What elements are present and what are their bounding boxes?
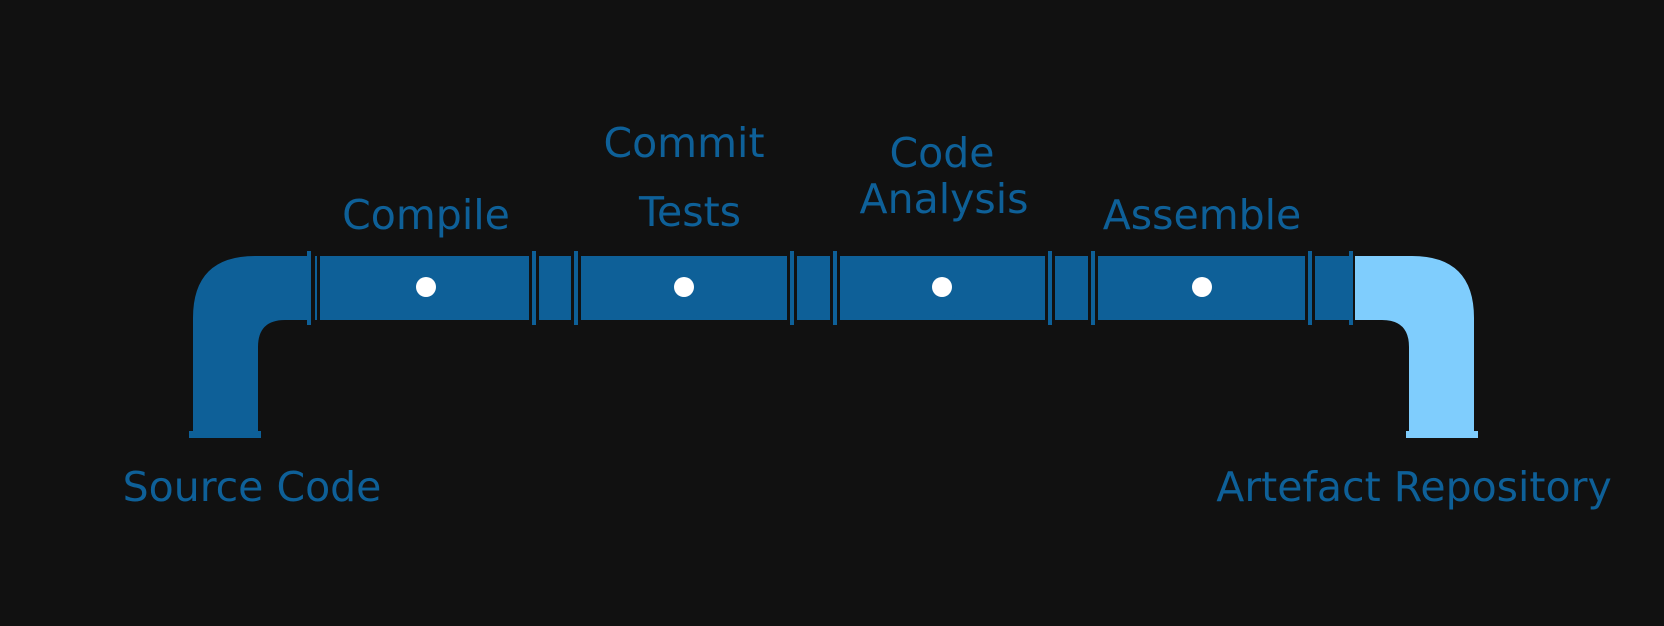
valve-center-icon	[932, 277, 952, 297]
target-label: Artefact Repository	[1216, 463, 1611, 511]
pipe-flanges	[311, 251, 1315, 325]
valve-center-icon	[1192, 277, 1212, 297]
stage-label-code-analysis-line2: Analysis	[860, 175, 1029, 223]
stage-label-code-analysis-line1: Code	[890, 129, 995, 177]
valve-center-icon	[416, 277, 436, 297]
target-pipe-elbow	[1355, 256, 1474, 434]
valve-assemble	[1171, 256, 1233, 318]
stage-label-compile: Compile	[342, 191, 510, 239]
pipe-flange-lips	[307, 251, 1353, 325]
target-pipe-flange	[1406, 431, 1478, 438]
valve-compile	[395, 256, 457, 318]
stage-label-commit-tests-line1: Commit	[603, 119, 764, 167]
source-label: Source Code	[123, 463, 382, 511]
source-pipe-elbow	[193, 256, 316, 434]
valve-commit-tests	[653, 256, 715, 318]
stage-label-assemble: Assemble	[1103, 191, 1302, 239]
stage-label-commit-tests-line2: Tests	[638, 188, 741, 236]
valve-code-analysis	[911, 256, 973, 318]
source-pipe-flange	[189, 431, 261, 438]
valve-center-icon	[674, 277, 694, 297]
